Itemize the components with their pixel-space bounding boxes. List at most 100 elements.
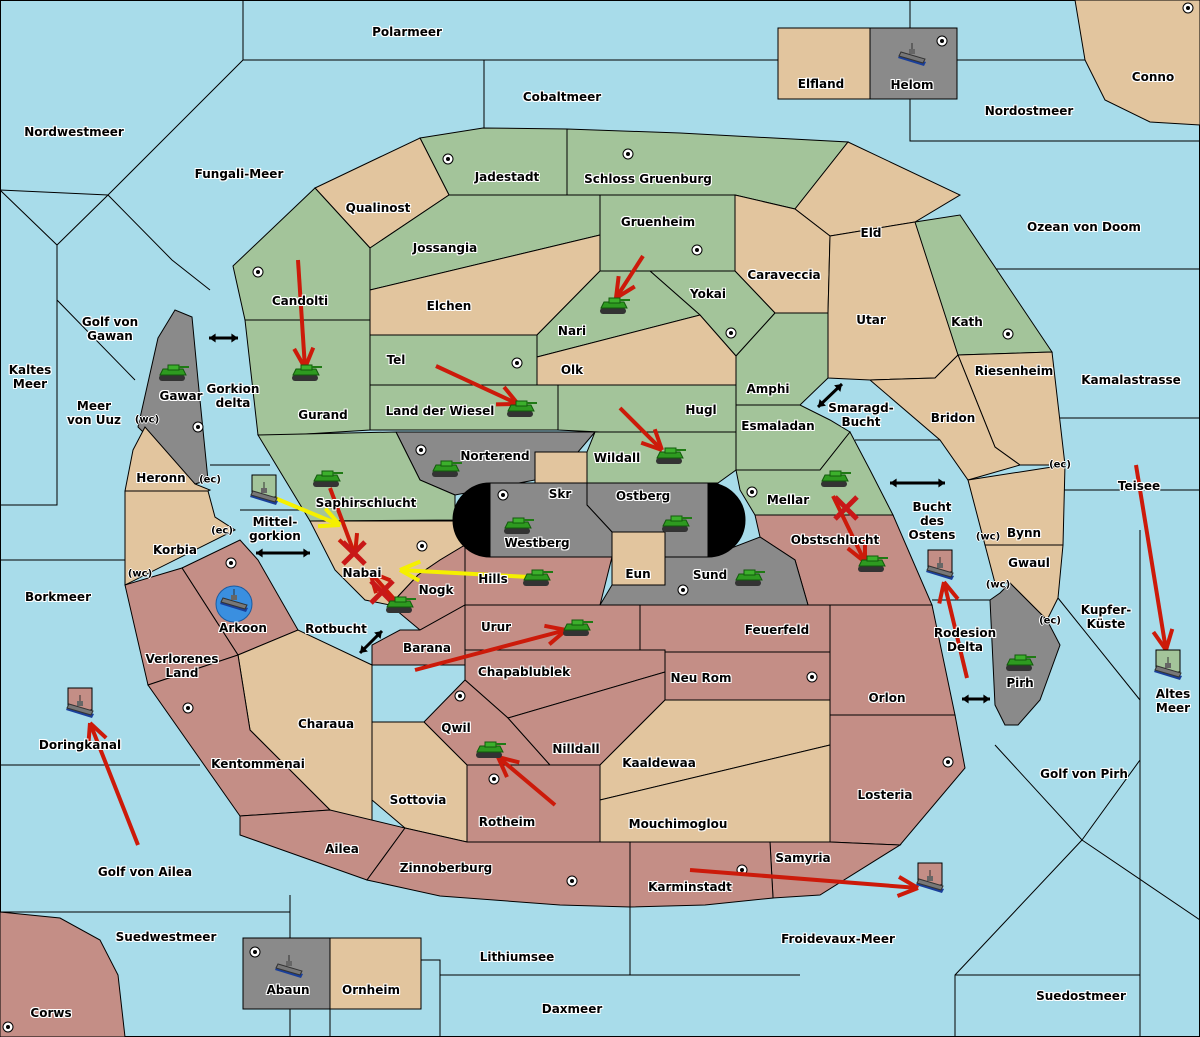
sea-label-fungali[interactable]: Fungali-Meer [194, 167, 284, 181]
territory-label-tel[interactable]: Tel [386, 353, 406, 367]
territory-label-ostberg[interactable]: Ostberg [615, 489, 671, 503]
territory-label-utar[interactable]: Utar [856, 313, 886, 327]
territory-mellar[interactable] [735, 431, 894, 516]
army-unit-tank-icon[interactable] [563, 619, 593, 636]
territory-label-riesenheim[interactable]: Riesenheim [974, 364, 1054, 378]
territory-label-candolti[interactable]: Candolti [271, 294, 329, 308]
territory-label-sund[interactable]: Sund [692, 568, 728, 582]
territory-label-schloss[interactable]: Schloss Gruenburg [584, 172, 712, 186]
territory-label-ornheim[interactable]: Ornheim [342, 983, 400, 997]
territory-label-elchen[interactable]: Elchen [426, 299, 472, 313]
territory-label-kath[interactable]: Kath [951, 315, 983, 329]
army-unit-tank-icon[interactable] [523, 569, 553, 586]
territory-korbia[interactable] [124, 490, 237, 586]
army-unit-tank-icon[interactable] [507, 400, 537, 417]
sea-label-cobaltmeer[interactable]: Cobaltmeer [522, 90, 602, 104]
territory-label-chapablublek[interactable]: Chapablublek [477, 665, 571, 679]
sea-label-teisee[interactable]: Teisee [1117, 479, 1161, 493]
territory-label-qualinost[interactable]: Qualinost [345, 201, 411, 215]
territory-label-mouchimoglou[interactable]: Mouchimoglou [628, 817, 728, 831]
territory-label-bridon[interactable]: Bridon [930, 411, 976, 425]
territory-label-feuerfeld[interactable]: Feuerfeld [744, 623, 810, 637]
sea-label-uuz[interactable]: Meer von Uuz [66, 399, 122, 427]
sea-label-golf-pirh[interactable]: Golf von Pirh [1040, 767, 1128, 781]
territory-label-westberg[interactable]: Westberg [504, 536, 570, 550]
territory-label-samyria[interactable]: Samyria [775, 851, 831, 865]
territory-label-heronn[interactable]: Heronn [136, 471, 186, 485]
territory-corws[interactable] [0, 911, 126, 1037]
sea-label-lithiumsee[interactable]: Lithiumsee [479, 950, 555, 964]
territory-label-bynn[interactable]: Bynn [1006, 526, 1042, 540]
territory-label-zinnoberburg[interactable]: Zinnoberburg [399, 861, 493, 875]
territory-helom[interactable] [869, 27, 958, 100]
territory-label-caraveccia[interactable]: Caraveccia [747, 268, 821, 282]
territory-label-wiesel[interactable]: Land der Wiesel [385, 404, 495, 418]
territory-label-esmaladan[interactable]: Esmaladan [741, 419, 815, 433]
territory-label-elfland[interactable]: Elfland [797, 77, 845, 91]
sea-label-nordostmeer[interactable]: Nordostmeer [984, 104, 1074, 118]
territory-label-verlorenes[interactable]: Verlorenes Land [145, 652, 219, 680]
territory-label-obstschlucht[interactable]: Obstschlucht [790, 533, 880, 547]
territory-label-kaaldewaa[interactable]: Kaaldewaa [622, 756, 696, 770]
territory-karminstadt[interactable] [629, 841, 774, 908]
sea-label-kupfer[interactable]: Kupfer- Küste [1080, 603, 1132, 631]
sea-label-rotbucht[interactable]: Rotbucht [305, 622, 367, 636]
territory-label-jadestadt[interactable]: Jadestadt [474, 170, 540, 184]
sea-label-borkmeer[interactable]: Borkmeer [25, 590, 91, 604]
sea-label-ozean[interactable]: Ozean von Doom [1027, 220, 1141, 234]
territory-bridon[interactable] [868, 354, 1022, 481]
territory-rotheim[interactable] [466, 764, 601, 843]
territory-label-urur[interactable]: Urur [480, 620, 512, 634]
territory-gruenheim[interactable] [599, 194, 736, 272]
territory-label-conno[interactable]: Conno [1131, 70, 1175, 84]
territory-label-norterend[interactable]: Norterend [460, 449, 530, 463]
territory-label-nari[interactable]: Nari [557, 324, 587, 338]
territory-pirh[interactable] [989, 582, 1061, 726]
territory-label-kentommenai[interactable]: Kentommenai [211, 757, 305, 771]
fleet-unit-ship-icon[interactable] [215, 585, 253, 623]
territory-label-pirh[interactable]: Pirh [1006, 676, 1034, 690]
sea-label-daxmeer[interactable]: Daxmeer [541, 1002, 603, 1016]
territory-label-nilldall[interactable]: Nilldall [552, 742, 600, 756]
territory-label-eun[interactable]: Eun [625, 567, 651, 581]
sea-label-suedwestmeer[interactable]: Suedwestmeer [115, 930, 217, 944]
territory-label-karminstadt[interactable]: Karminstadt [648, 880, 732, 894]
territory-label-nogk[interactable]: Nogk [418, 583, 454, 597]
territory-label-korbia[interactable]: Korbia [152, 543, 198, 557]
territory-label-arkoon[interactable]: Arkoon [219, 621, 267, 635]
army-unit-tank-icon[interactable] [821, 470, 851, 487]
fleet-unit-ship-icon[interactable] [250, 474, 278, 505]
territory-label-amphi[interactable]: Amphi [746, 382, 790, 396]
territory-label-orlon[interactable]: Orlon [868, 691, 906, 705]
army-unit-tank-icon[interactable] [432, 460, 462, 477]
territory-label-neurom[interactable]: Neu Rom [670, 671, 732, 685]
sea-label-froidevaux[interactable]: Froidevaux-Meer [781, 932, 895, 946]
sea-label-nordwestmeer[interactable]: Nordwestmeer [24, 125, 124, 139]
sea-label-kaltes[interactable]: Kaltes Meer [8, 363, 52, 391]
fleet-unit-ship-icon[interactable] [66, 687, 94, 718]
army-unit-tank-icon[interactable] [600, 297, 630, 314]
fleet-unit-ship-icon[interactable] [916, 862, 944, 893]
sea-label-rodesion[interactable]: Rodesion Delta [933, 626, 997, 654]
fleet-unit-ship-icon[interactable] [1154, 649, 1182, 680]
territory-label-mellar[interactable]: Mellar [766, 493, 810, 507]
territory-kentommenai[interactable] [147, 654, 332, 817]
territory-ornheim[interactable] [329, 937, 422, 1010]
territory-candolti[interactable] [232, 187, 371, 321]
army-unit-tank-icon[interactable] [1006, 654, 1036, 671]
territory-conno[interactable] [1074, 0, 1200, 126]
sea-label-gorkion-delta[interactable]: Gorkion delta [206, 382, 260, 410]
territory-label-corws[interactable]: Corws [30, 1006, 72, 1020]
sea-label-bucht-ostens[interactable]: Bucht des Ostens [908, 500, 956, 542]
fleet-unit-ship-icon[interactable] [926, 549, 954, 580]
territory-label-helom[interactable]: Helom [890, 78, 934, 92]
sea-label-mittelgorkion[interactable]: Mittel- gorkion [249, 515, 301, 543]
sea-label-golf-ailea[interactable]: Golf von Ailea [97, 865, 193, 879]
army-unit-tank-icon[interactable] [292, 364, 322, 381]
territory-label-sottovia[interactable]: Sottovia [389, 793, 447, 807]
sea-label-smaragd[interactable]: Smaragd- Bucht [828, 401, 894, 429]
fleet-unit-ship-icon[interactable] [275, 955, 303, 978]
army-unit-tank-icon[interactable] [159, 364, 189, 381]
sea-label-suedostmeer[interactable]: Suedostmeer [1036, 989, 1126, 1003]
territory-label-saphir[interactable]: Saphirschlucht [315, 496, 417, 510]
